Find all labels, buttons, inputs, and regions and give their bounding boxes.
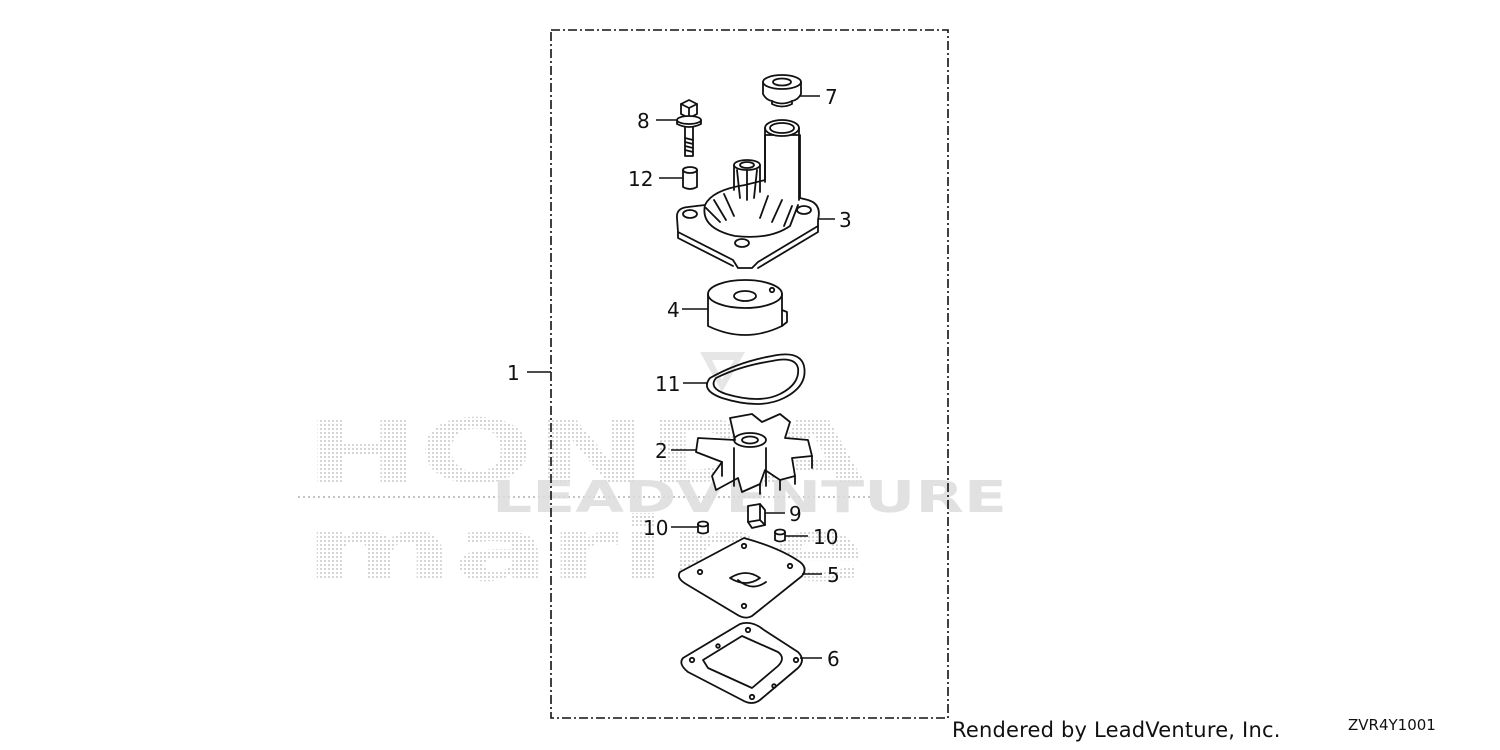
gasket-part: [680, 621, 803, 704]
render-credit: Rendered by LeadVenture, Inc.: [952, 718, 1281, 742]
callout-12: 12: [628, 167, 653, 191]
assembly-border: [550, 29, 949, 719]
dowel-pin-left-part: [697, 520, 709, 535]
diagram-code: ZVR4Y1001: [1348, 716, 1436, 734]
wear-plate-part: [677, 537, 806, 619]
bolt-part: [676, 99, 702, 157]
pump-liner-part: [707, 279, 788, 336]
callout-2: 2: [655, 439, 668, 463]
callout-7: 7: [825, 85, 838, 109]
dowel-pin-right-part: [774, 528, 786, 543]
leader-lines: [527, 95, 835, 659]
callout-8: 8: [637, 109, 650, 133]
callout-9: 9: [789, 502, 802, 526]
callout-11: 11: [655, 372, 680, 396]
callout-4: 4: [667, 298, 680, 322]
callout-10-right: 10: [813, 525, 838, 549]
callout-6: 6: [827, 647, 840, 671]
callout-labels: 1 2 3 4 5 6 7 8 9 10 10 11 12: [507, 85, 852, 671]
callout-5: 5: [827, 563, 840, 587]
seal-ring-part: [706, 353, 806, 405]
impeller-part: [695, 413, 813, 495]
callout-10-left: 10: [643, 516, 668, 540]
callout-1: 1: [507, 361, 520, 385]
pump-housing-part: [676, 119, 820, 269]
leadventure-logo-mark: [700, 352, 745, 392]
grommet-part: [762, 74, 802, 108]
dowel-pin-part: [682, 166, 698, 190]
key-part: [747, 503, 766, 529]
callout-3: 3: [839, 208, 852, 232]
